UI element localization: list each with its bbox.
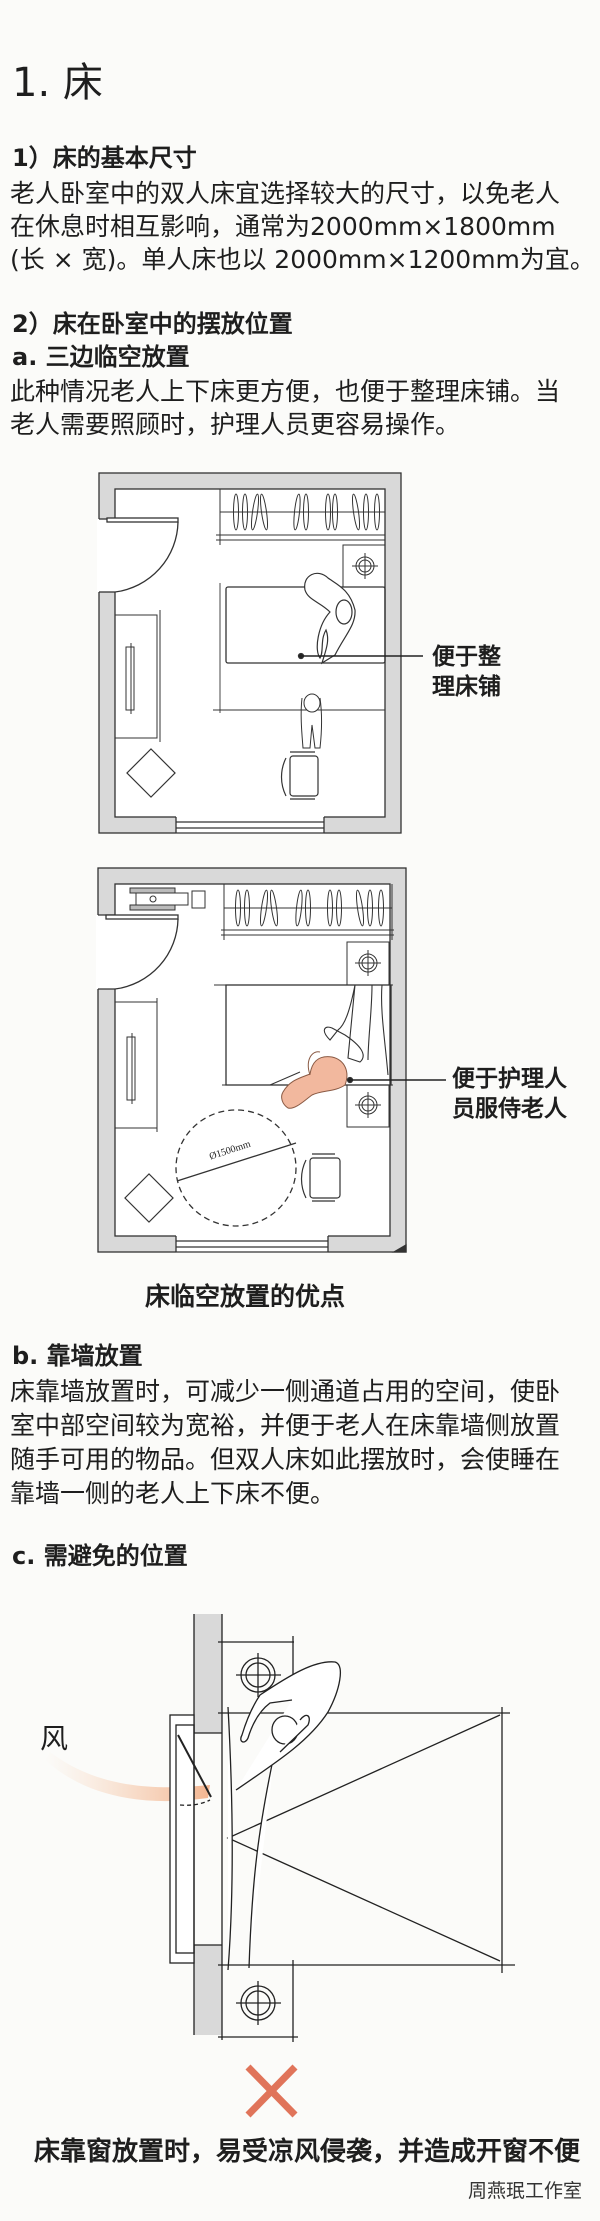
wardrobe <box>221 884 394 940</box>
chair <box>300 1153 341 1202</box>
desk-tv <box>114 998 158 1132</box>
text-line: 此种情况老人上下床更方便，也便于整理床铺。当 <box>10 377 561 406</box>
wall-with-window <box>169 1614 223 2040</box>
armchair <box>124 1173 174 1223</box>
standing-caregiver <box>300 693 322 749</box>
desk-tv <box>114 610 161 742</box>
section-title: 1. 床 <box>12 60 103 106</box>
elderly-person-on-bed <box>323 984 389 1076</box>
turning-circle <box>175 1109 297 1227</box>
plan2-annotation: 便于护理人 员服侍老人 <box>452 1064 567 1124</box>
nightstand-lamp-bottom <box>218 1960 298 2042</box>
room-walls <box>96 867 407 1253</box>
heading-bed-placement: 2）床在卧室中的摆放位置 <box>12 310 293 338</box>
text-line: 室中部空间较为宽裕，并便于老人在床靠墙侧放置 <box>10 1411 561 1440</box>
window <box>175 816 325 834</box>
leader-line-2 <box>346 1076 446 1084</box>
plan1-annotation: 便于整 理床铺 <box>432 642 501 702</box>
text-line: 老人需要照顾时，护理人员更容易操作。 <box>10 410 461 439</box>
watermark: 周燕珉工作室 <box>467 2180 582 2202</box>
window <box>175 1235 329 1253</box>
leader-line-1 <box>297 652 423 660</box>
nightstand-lamp <box>342 544 386 588</box>
floor-plan-caregiver-access <box>96 867 446 1253</box>
elderly-person-on-bed <box>304 572 356 665</box>
subheading-positions-to-avoid: c. 需避免的位置 <box>12 1542 188 1570</box>
annotation-line: 员服侍老人 <box>452 1096 567 1122</box>
wind-arrow <box>45 1752 210 1802</box>
text-line: 在休息时相互影响，通常为2000mm×1800mm <box>10 212 556 241</box>
chair <box>280 751 319 800</box>
text-line: 老人卧室中的双人床宜选择较大的尺寸，以免老人 <box>10 179 561 208</box>
plan-caption: 床临空放置的优点 <box>145 1282 346 1311</box>
paragraph-against-wall: 床靠墙放置时，可减少一侧通道占用的空间，使卧 室中部空间较为宽裕，并便于老人在床… <box>10 1375 560 1511</box>
annotation-line: 理床铺 <box>432 674 501 700</box>
paragraph-three-sides-open: 此种情况老人上下床更方便，也便于整理床铺。当 老人需要照顾时，护理人员更容易操作… <box>10 375 560 441</box>
paragraph-bed-size: 老人卧室中的双人床宜选择较大的尺寸，以免老人 在休息时相互影响，通常为2000m… <box>10 177 595 276</box>
door <box>105 914 179 990</box>
door <box>106 517 179 593</box>
text-line: 随手可用的物品。但双人床如此摆放时，会使睡在 <box>10 1445 561 1474</box>
annotation-line: 便于整 <box>432 644 501 670</box>
section-bed-by-window <box>45 1614 515 2042</box>
subheading-three-sides-open: a. 三边临空放置 <box>12 343 190 371</box>
subheading-against-wall: b. 靠墙放置 <box>12 1342 143 1370</box>
heading-bed-size: 1）床的基本尺寸 <box>12 144 197 172</box>
nightstand-lamp-bottom <box>346 1084 390 1128</box>
text-line: 靠墙一侧的老人上下床不便。 <box>10 1479 336 1508</box>
wrong-mark-icon <box>245 2064 298 2118</box>
avoid-caption: 床靠窗放置时，易受凉风侵袭，并造成开窗不便 <box>34 2137 581 2167</box>
wardrobe <box>216 489 385 545</box>
wind-label: 风 <box>40 1722 69 1755</box>
wheelchair <box>129 887 206 911</box>
text-line: 床靠墙放置时，可减少一侧通道占用的空间，使卧 <box>10 1377 561 1406</box>
floor-plan-bed-three-sides-open <box>97 472 423 834</box>
sleeping-person <box>227 1661 341 1971</box>
armchair <box>126 748 176 798</box>
annotation-line: 便于护理人 <box>452 1066 567 1092</box>
caregiver-figure <box>269 1051 348 1109</box>
text-line: (长 × 宽)。单人床也以 2000mm×1200mm为宜。 <box>10 245 595 274</box>
room-walls <box>97 472 402 834</box>
